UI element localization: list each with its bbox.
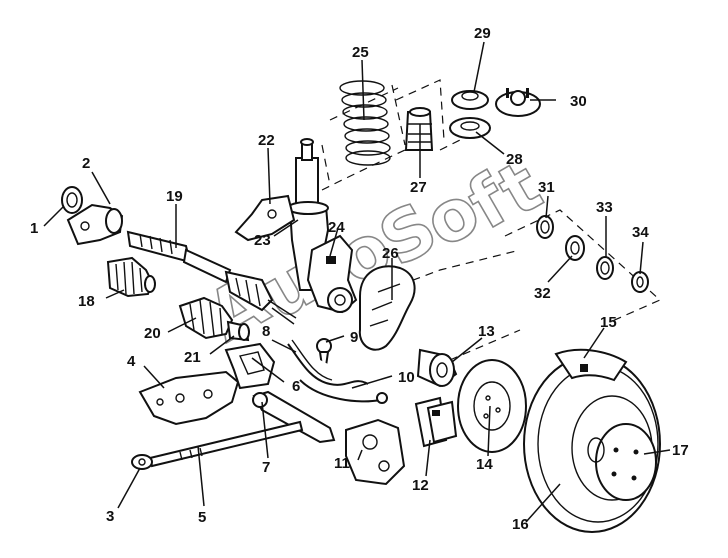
part-number-label: 1 xyxy=(30,220,38,237)
wheel-bearing xyxy=(565,235,585,261)
drive-shaft xyxy=(126,230,297,325)
part-number-label: 26 xyxy=(382,245,399,262)
part-number-label: 31 xyxy=(538,179,555,196)
part-number-label: 27 xyxy=(410,179,427,196)
part-number-label: 6 xyxy=(292,378,300,395)
part-number-label: 16 xyxy=(512,516,529,533)
part-number-label: 17 xyxy=(672,442,689,459)
top-mount xyxy=(495,88,541,117)
wheel-hub xyxy=(416,348,458,388)
part-number-label: 34 xyxy=(632,224,649,241)
part-labels: 1 2 3 4 5 6 7 8 9 10 11 12 13 14 15 16 1… xyxy=(30,25,689,533)
part-number-label: 9 xyxy=(350,329,358,346)
part-number-label: 5 xyxy=(198,509,206,526)
brake-dust-shield xyxy=(554,348,628,382)
brake-hose-lower xyxy=(299,379,388,404)
part-number-label: 22 xyxy=(258,132,275,149)
brake-pads xyxy=(414,396,458,448)
inner-cv-boot-clamp xyxy=(61,186,83,214)
part-number-label: 11 xyxy=(334,455,350,472)
part-number-label: 28 xyxy=(506,151,523,168)
outer-cv-joint xyxy=(226,320,250,342)
brake-caliper xyxy=(345,418,406,486)
brake-disc xyxy=(457,359,527,453)
leader-lines xyxy=(43,41,671,523)
part-number-label: 32 xyxy=(534,285,551,302)
part-number-label: 7 xyxy=(262,459,270,476)
arm-bracket xyxy=(224,342,276,390)
tie-rod xyxy=(148,420,304,468)
bearing-race xyxy=(536,215,554,239)
part-number-label: 21 xyxy=(184,349,201,366)
part-number-label: 4 xyxy=(127,353,136,370)
part-number-label: 10 xyxy=(398,369,415,386)
spring-seat xyxy=(449,117,491,139)
part-number-label: 33 xyxy=(596,199,613,216)
part-number-label: 20 xyxy=(144,325,161,342)
part-number-label: 13 xyxy=(478,323,495,340)
part-number-label: 30 xyxy=(570,93,587,110)
strut-mount-bracket xyxy=(234,194,296,242)
splash-shield xyxy=(358,265,416,351)
lower-control-arm xyxy=(138,370,240,426)
part-number-label: 12 xyxy=(412,477,429,494)
wheel-hub-cap xyxy=(587,423,657,501)
part-number-label: 18 xyxy=(78,293,95,310)
brake-hose-upper xyxy=(287,339,369,386)
bump-stop xyxy=(404,107,434,151)
part-number-label: 29 xyxy=(474,25,491,42)
hub-nut-washer xyxy=(631,271,649,293)
steering-knuckle xyxy=(306,234,358,314)
part-number-label: 19 xyxy=(166,188,183,205)
tie-rod-end xyxy=(131,454,153,470)
part-number-label: 24 xyxy=(328,219,345,236)
part-number-label: 8 xyxy=(262,323,270,340)
inner-cv-boot xyxy=(106,256,156,298)
strut-rod xyxy=(252,390,336,444)
part-number-label: 14 xyxy=(476,456,493,473)
bearing-seal xyxy=(596,256,614,280)
part-number-label: 25 xyxy=(352,44,369,61)
part-number-label: 2 xyxy=(82,155,90,172)
coil-spring xyxy=(339,80,391,166)
part-number-label: 15 xyxy=(600,314,617,331)
part-number-label: 3 xyxy=(106,508,114,525)
upper-spring-seat xyxy=(451,90,489,110)
inner-cv-joint-housing xyxy=(66,203,124,246)
part-number-label: 23 xyxy=(254,232,271,249)
